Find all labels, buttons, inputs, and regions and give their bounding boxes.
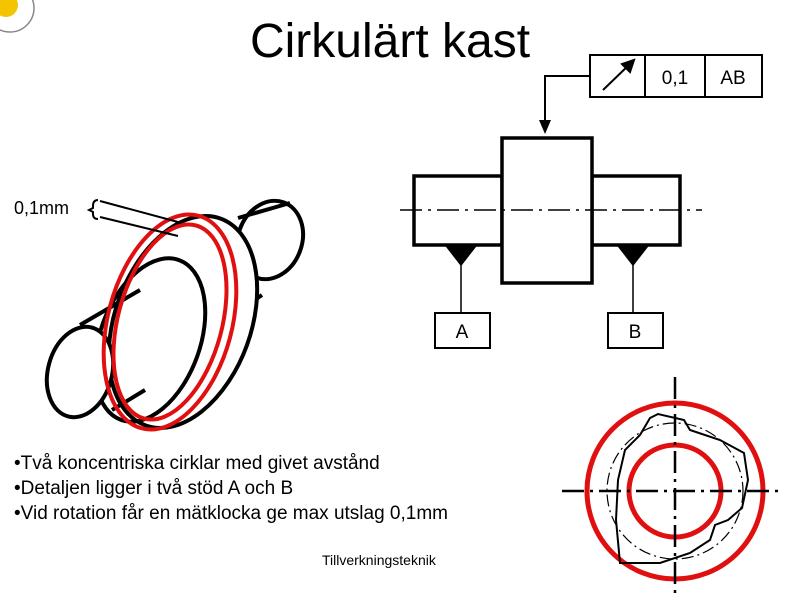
drawing-stroke (614, 412, 750, 564)
isometric-part (44, 198, 306, 430)
bullet-1: •Två koncentriska cirklar med givet avst… (14, 453, 380, 474)
drawing-stroke (101, 212, 239, 432)
dimension-bracket (86, 199, 179, 237)
drawing-stroke (111, 222, 229, 422)
dimension-label: 0,1mm (14, 198, 70, 218)
drawing-stroke (620, 58, 636, 74)
datum-reference: AB (720, 68, 745, 89)
drawing-stroke (617, 246, 649, 267)
datum-markers (434, 246, 664, 349)
drawing-stroke (92, 256, 208, 424)
drawing-stroke (237, 201, 291, 220)
runout-circle-diagram (562, 377, 782, 598)
datum-a-label: A (456, 322, 469, 343)
bullet-2: •Detaljen ligger i två stöd A och B (14, 478, 294, 499)
drawing-stroke (86, 199, 99, 220)
drawing-stroke (445, 246, 477, 267)
footer: Tillverkningsteknik (322, 552, 436, 568)
slide-title: Cirkulärt kast (249, 15, 531, 68)
tolerance-value: 0,1 (662, 68, 688, 89)
drawing-stroke (434, 312, 491, 349)
drawing-stroke (0, 0, 18, 17)
leader-arrow-icon (539, 120, 551, 134)
tolerance-zone-iso (101, 212, 239, 432)
leader-line (544, 75, 590, 122)
drawing-stroke (99, 200, 179, 223)
drawing-stroke (99, 216, 179, 237)
bullet-3: •Vid rotation får en mätklocka ge max ut… (14, 503, 449, 524)
drawing-stroke (106, 214, 260, 430)
datum-b-label: B (629, 322, 642, 343)
drawing-stroke (607, 312, 664, 349)
logo (0, 0, 35, 33)
drawing-stroke (44, 324, 116, 420)
